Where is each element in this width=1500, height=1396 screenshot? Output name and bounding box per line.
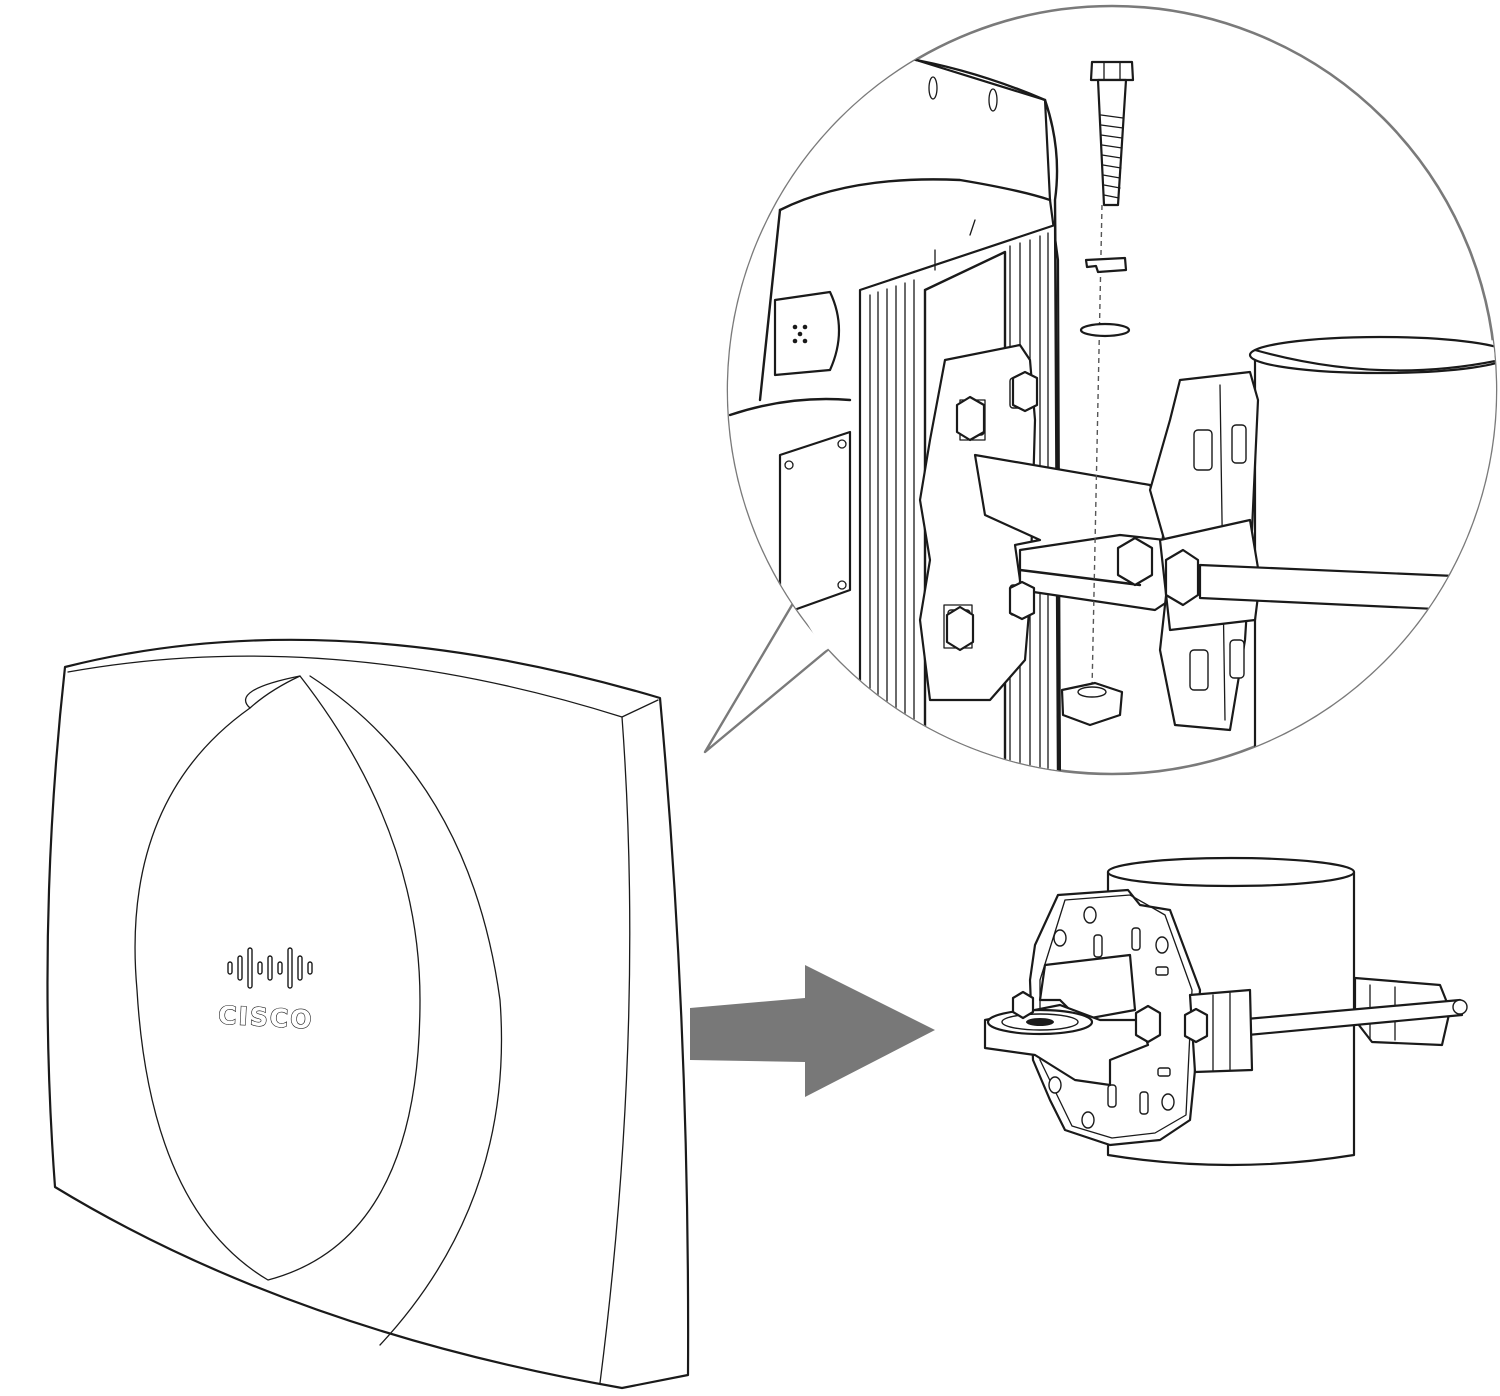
ap-outer-body	[46, 638, 690, 1390]
ap-face-ellipse-right	[309, 675, 503, 1346]
cisco-logo: CISCO	[217, 947, 315, 1035]
plate-hex-bolts	[945, 370, 1039, 652]
direction-arrow	[690, 965, 935, 1097]
pole-mount-bracket	[983, 856, 1468, 1167]
lock-washer-and-flat-washer	[1079, 256, 1131, 338]
mounting-pole	[1248, 335, 1496, 774]
access-point-front: CISCO	[46, 638, 690, 1390]
hex-bolt	[1089, 60, 1135, 207]
cisco-logo-text: CISCO	[218, 1001, 315, 1035]
detail-magnifier-callout	[703, 4, 1498, 776]
hex-nut	[1060, 681, 1124, 727]
pole-clamp-bracket	[1116, 370, 1496, 732]
ap-face-ellipse-left	[134, 675, 421, 1281]
cisco-logo-bars	[227, 947, 313, 989]
